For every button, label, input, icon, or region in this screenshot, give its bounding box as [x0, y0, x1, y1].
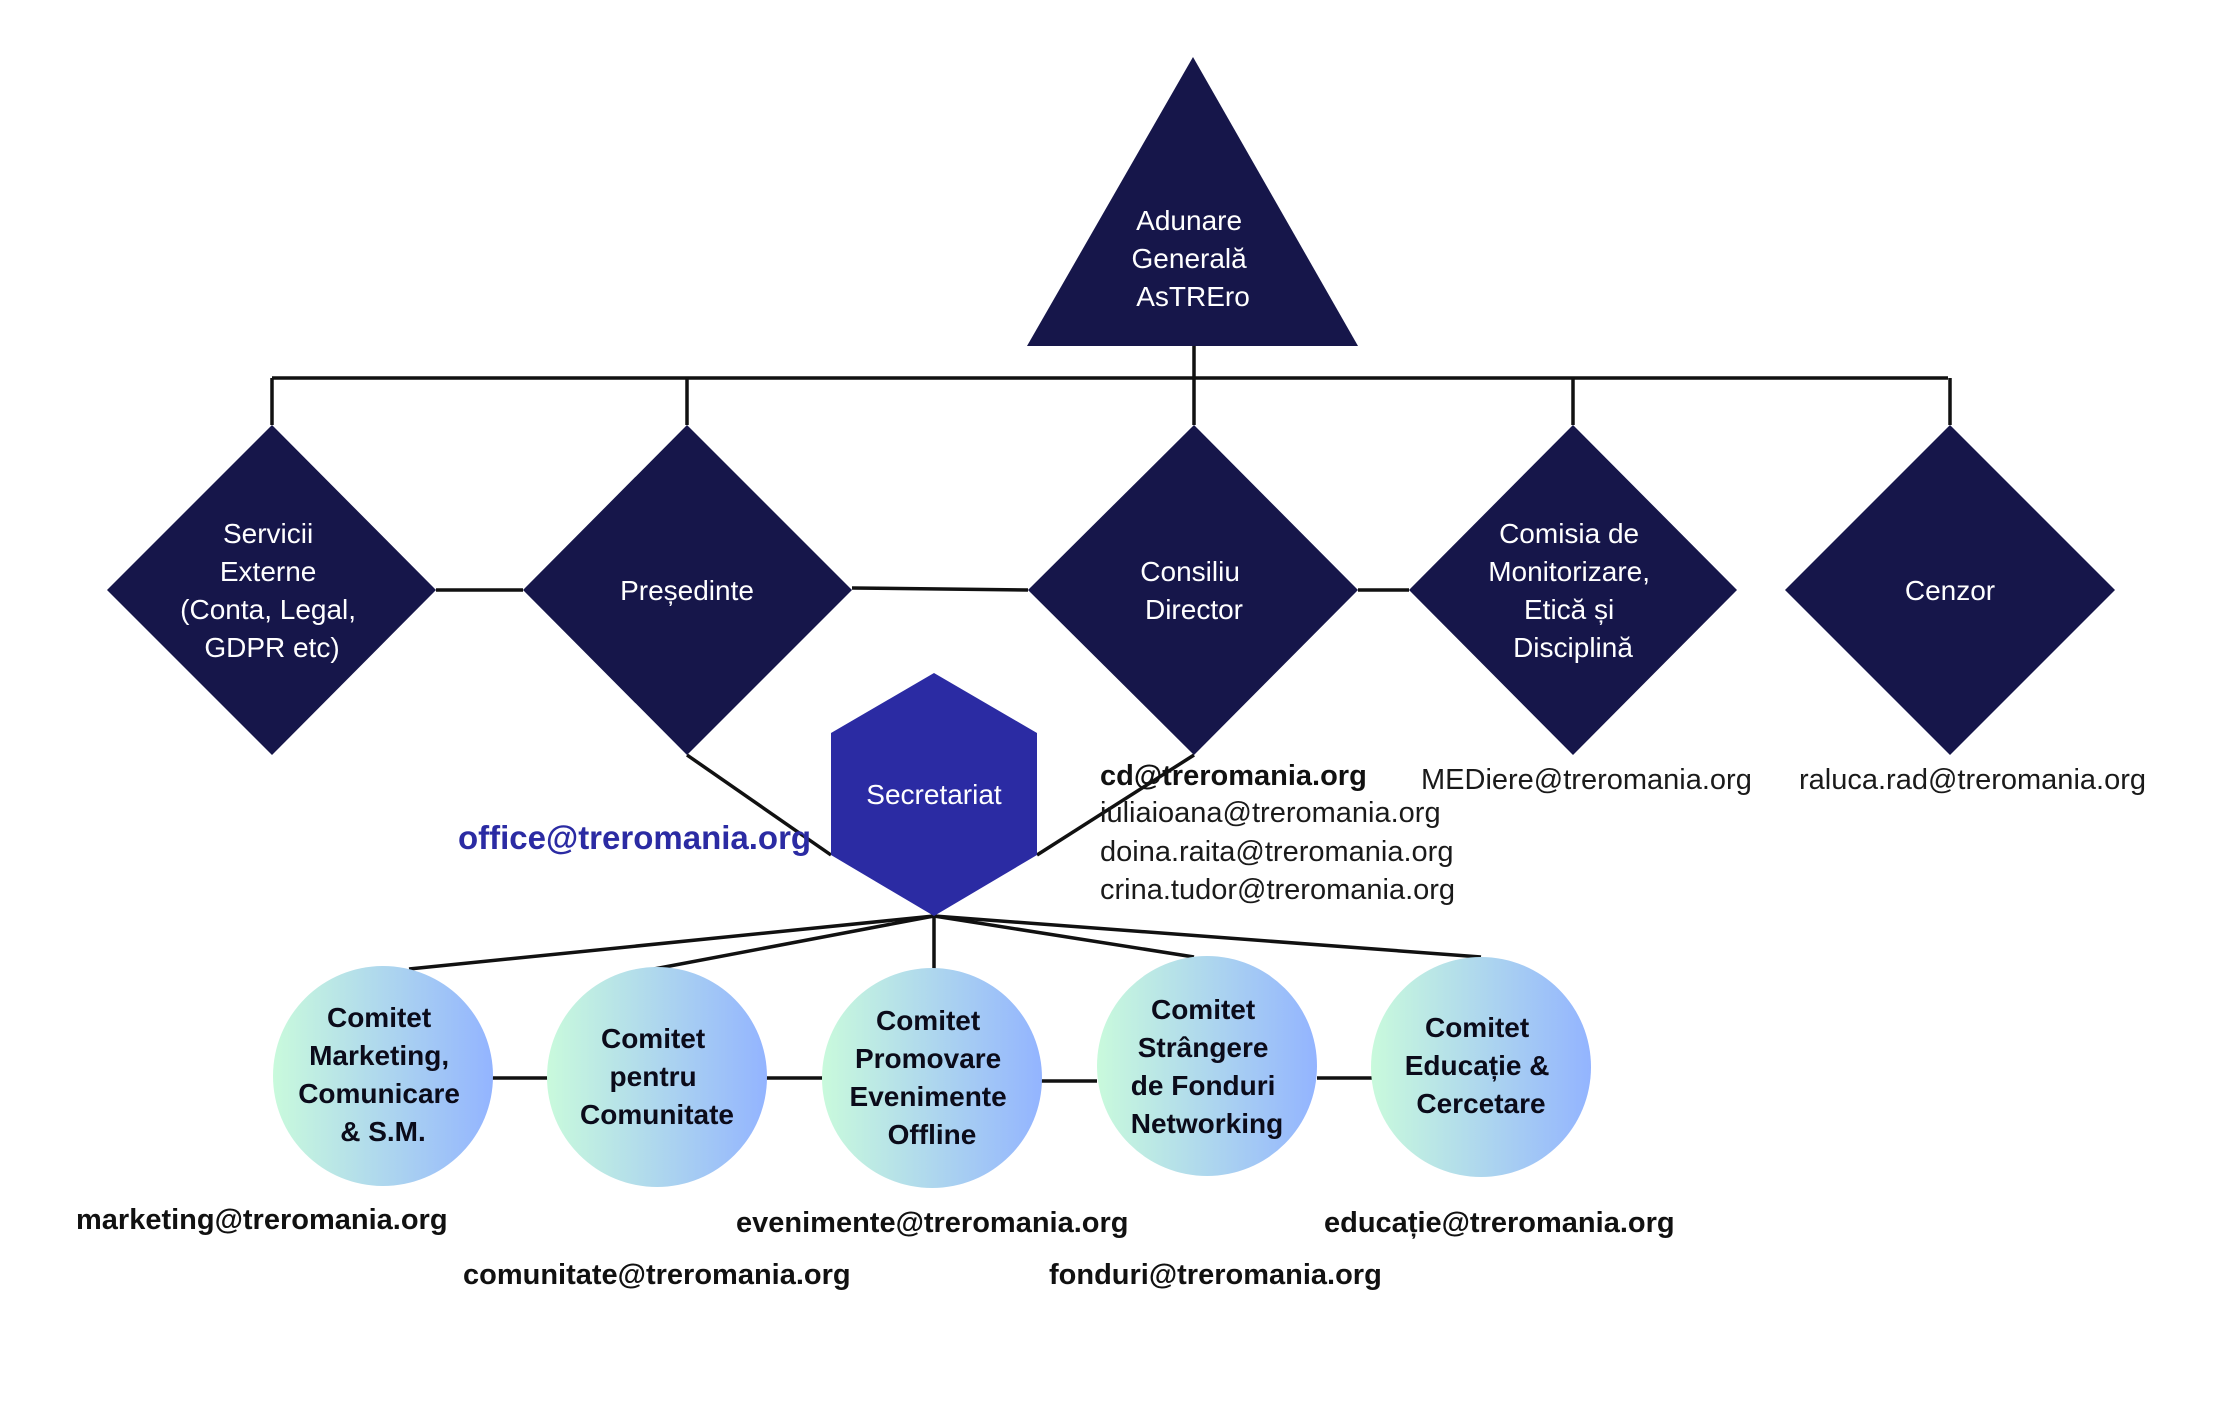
committee-label: Comitet Marketing, Comunicare & S.M.: [298, 1002, 468, 1147]
link-presedinte-secretariat: [686, 753, 832, 857]
committee-label: Comitet pentru Comunitate: [580, 1023, 734, 1130]
committee-bubble: [1097, 956, 1317, 1176]
committee-evenimente: Comitet Promovare Evenimente Offline: [822, 968, 1042, 1188]
fonduri-email: fonduri@treromania.org: [1049, 1259, 1382, 1291]
consiliu-main-email: cd@treromania.org: [1100, 760, 1367, 792]
committee-label: Comitet Educație & Cercetare: [1405, 1012, 1557, 1119]
consiliu-member-email: iuliaioana@treromania.org: [1100, 797, 1441, 829]
link-sec-comunitate: [653, 914, 935, 971]
adunare-generala-node: Adunare Generală AsTREro: [1027, 57, 1358, 346]
comisia-node: Comisia de Monitorizare, Etică și Discip…: [1409, 425, 1737, 755]
diamond-shape: [1785, 425, 2115, 755]
committee-label: Comitet Promovare Evenimente Offline: [850, 1005, 1015, 1150]
comisia-email: MEDiere@treromania.org: [1421, 764, 1752, 796]
office-email: office@treromania.org: [458, 819, 811, 856]
committee-bubble: [273, 966, 493, 1186]
committee-bubble: [1371, 957, 1591, 1177]
cenzor-email: raluca.rad@treromania.org: [1799, 764, 2146, 796]
presedinte-label: Președinte: [620, 575, 754, 606]
comisia-label: Comisia de Monitorizare, Etică și Discip…: [1488, 518, 1658, 663]
comunitate-email: comunitate@treromania.org: [463, 1259, 851, 1291]
committee-fonduri: Comitet Strângere de Fonduri Networking: [1097, 956, 1317, 1176]
diamond-shape: [1028, 425, 1358, 755]
triangle-shape: [1027, 57, 1358, 346]
link-sec-educatie: [933, 914, 1482, 959]
committee-bubble: [822, 968, 1042, 1188]
link-presedinte-consiliu: [851, 586, 1029, 592]
committee-emails: marketing@treromania.org comunitate@trer…: [76, 1204, 1675, 1291]
link-sec-fonduri: [933, 914, 1195, 959]
adunare-generala-label: Adunare Generală AsTREro: [1132, 205, 1255, 312]
diamond-shape: [1409, 425, 1737, 755]
presedinte-node: Președinte: [523, 425, 852, 755]
link-sec-marketing: [408, 914, 935, 971]
committee-marketing: Comitet Marketing, Comunicare & S.M.: [273, 966, 493, 1186]
committee-label: Comitet Strângere de Fonduri Networking: [1131, 994, 1283, 1139]
consiliu-member-email: crina.tudor@treromania.org: [1100, 874, 1455, 906]
marketing-email: marketing@treromania.org: [76, 1204, 448, 1236]
diamond-shape: [107, 425, 436, 755]
secretariat-label: Secretariat: [866, 779, 1002, 810]
cenzor-node: Cenzor: [1785, 425, 2115, 755]
committee-comunitate: Comitet pentru Comunitate: [547, 967, 767, 1187]
cenzor-label: Cenzor: [1905, 575, 1995, 606]
consiliu-director-label: Consiliu Director: [1140, 556, 1247, 625]
committee-educatie: Comitet Educație & Cercetare: [1371, 957, 1591, 1177]
hexagon-shape: [831, 673, 1037, 916]
servicii-externe-node: Servicii Externe (Conta, Legal, GDPR etc…: [107, 425, 436, 755]
educatie-email: educație@treromania.org: [1324, 1207, 1675, 1239]
committee-bubble: [547, 967, 767, 1187]
servicii-externe-label: Servicii Externe (Conta, Legal, GDPR etc…: [180, 518, 364, 663]
consiliu-emails: cd@treromania.org iuliaioana@treromania.…: [1100, 760, 1455, 906]
diamond-shape: [523, 425, 852, 755]
link-consiliu-secretariat: [1036, 753, 1195, 857]
evenimente-email: evenimente@treromania.org: [736, 1207, 1129, 1239]
connectors: [270, 344, 1952, 1083]
consiliu-director-node: Consiliu Director: [1028, 425, 1358, 755]
secretariat-node: Secretariat: [831, 673, 1037, 916]
consiliu-member-email: doina.raita@treromania.org: [1100, 836, 1453, 868]
